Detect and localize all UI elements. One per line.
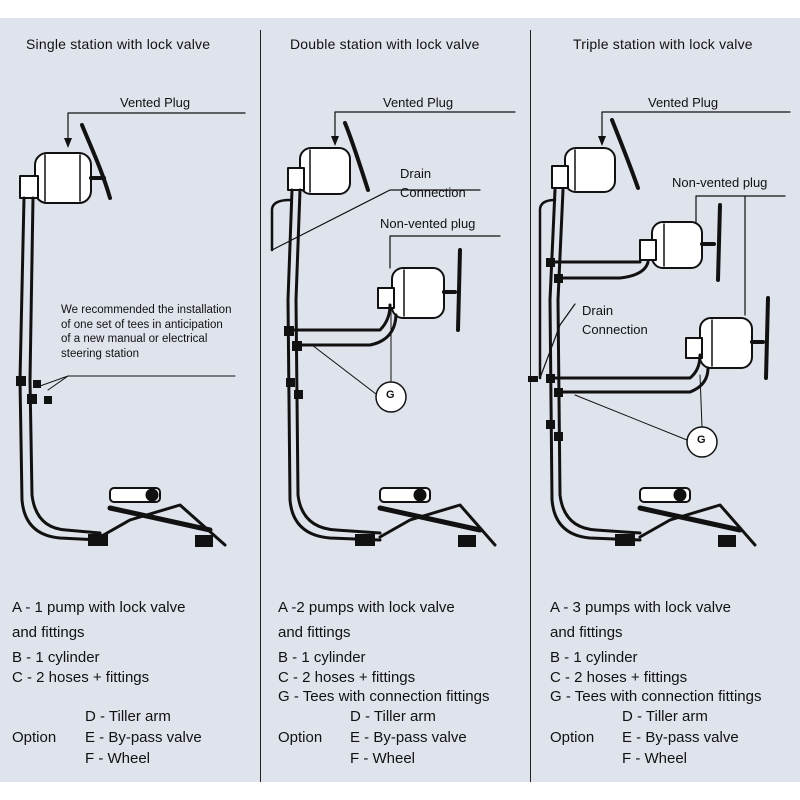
- panel-3-connection-label: Connection: [582, 322, 648, 337]
- panel-3-legend-g: G - Tees with connection fittings: [550, 688, 762, 705]
- panel-2-legend-g: G - Tees with connection fittings: [278, 688, 490, 705]
- panel-1-legend-a: A - 1 pump with lock valve: [12, 599, 186, 616]
- panel-1-legend-c: C - 2 hoses + fittings: [12, 669, 150, 686]
- panel-2-option-f: F - Wheel: [350, 750, 416, 767]
- panel-3-g-label: G: [697, 434, 706, 446]
- panel-3-legend-c: C - 2 hoses + fittings: [550, 669, 688, 686]
- panel-divider-1: [260, 30, 261, 782]
- panel-2-drain-label: Drain: [400, 166, 432, 181]
- panel-1-option-e: E - By-pass valve: [85, 729, 202, 746]
- panel-1-drawing: [16, 112, 246, 547]
- panel-divider-2: [530, 30, 531, 782]
- panel-1-legend-b: B - 1 cylinder: [12, 649, 100, 666]
- panel-3-option-d: D - Tiller arm: [622, 708, 708, 725]
- panel-3-legend-a-cont: and fittings: [550, 624, 623, 641]
- panel-2-g-label: G: [386, 389, 395, 401]
- panel-1-vented-plug-label: Vented Plug: [120, 95, 191, 110]
- panel-1-option-d: D - Tiller arm: [85, 708, 171, 725]
- panel-2-legend-a-cont: and fittings: [278, 624, 351, 641]
- panel-2-drawing: [270, 111, 516, 547]
- panel-1-option-label: Option: [12, 729, 57, 746]
- panel-3-option-f: F - Wheel: [622, 750, 688, 767]
- panel-3-title: Triple station with lock valve: [573, 36, 753, 52]
- panel-2-non-vented-plug-label: Non-vented plug: [380, 216, 476, 231]
- panel-3-option-label: Option: [550, 729, 595, 746]
- panel-3-drain-label: Drain: [582, 303, 614, 318]
- panel-3-vented-plug-label: Vented Plug: [648, 95, 719, 110]
- panel-1-option-f: F - Wheel: [85, 750, 151, 767]
- panel-2-legend-b: B - 1 cylinder: [278, 649, 366, 666]
- panel-3-legend-b: B - 1 cylinder: [550, 649, 638, 666]
- panel-2-option-d: D - Tiller arm: [350, 708, 436, 725]
- panel-2-legend-c: C - 2 hoses + fittings: [278, 669, 416, 686]
- panel-3-non-vented-plug-label: Non-vented plug: [672, 175, 768, 190]
- panel-2-option-label: Option: [278, 729, 323, 746]
- panel-3-legend-a: A - 3 pumps with lock valve: [550, 599, 731, 616]
- panel-2-legend-a: A -2 pumps with lock valve: [278, 599, 455, 616]
- panel-3-drawing: [528, 111, 791, 547]
- panel-3-option-e: E - By-pass valve: [622, 729, 739, 746]
- panel-2-option-e: E - By-pass valve: [350, 729, 467, 746]
- panel-1-legend-a-cont: and fittings: [12, 624, 85, 641]
- panel-2-vented-plug-label: Vented Plug: [383, 95, 454, 110]
- panel-1-title: Single station with lock valve: [26, 36, 211, 52]
- panel-2-title: Double station with lock valve: [290, 36, 480, 52]
- panel-2-connection-label: Connection: [400, 185, 466, 200]
- panel-1-recommendation-note: We recommended the installation of one s…: [61, 304, 232, 360]
